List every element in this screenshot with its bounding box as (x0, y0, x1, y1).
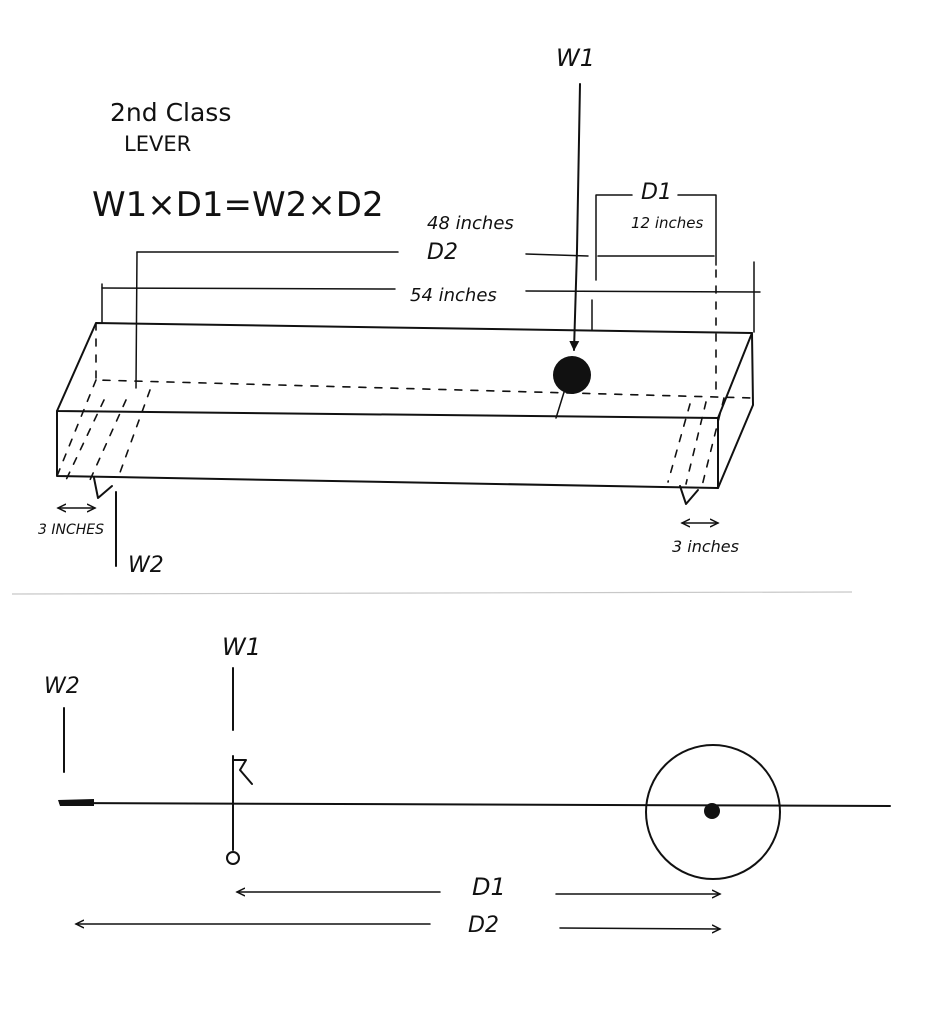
top-d1-bracket (595, 194, 717, 281)
section-divider (11, 591, 853, 595)
top-w1-force-arrow (569, 83, 581, 351)
top-w2-label: W2 (128, 553, 164, 578)
bottom-d1-label: D1 (472, 873, 506, 901)
bottom-d2-arrow-right (559, 928, 720, 929)
top-d2-left-extension (135, 251, 138, 389)
left-overhang-value: 3 INCHES (38, 522, 104, 538)
bottom-w2-label: W2 (44, 674, 80, 699)
top-total-length-ticks (101, 261, 755, 333)
bottom-lever-end (58, 799, 94, 806)
right-overhang-value: 3 inches (672, 537, 739, 556)
top-d2-span-line (136, 251, 589, 257)
fulcrum-axle (704, 803, 720, 819)
bottom-load-weight (226, 851, 240, 865)
right-support-wedge (679, 485, 699, 505)
fulcrum-wheel (645, 744, 781, 880)
bottom-d2-label: D2 (468, 913, 499, 938)
top-d1-label: D1 (641, 180, 672, 205)
load-weight (553, 356, 591, 394)
left-support-wedge (93, 477, 113, 499)
bottom-w1-label: W1 (222, 633, 261, 661)
lever-board (56, 269, 754, 489)
top-w1-label: W1 (556, 44, 595, 72)
top-d2-label: D2 (427, 240, 458, 265)
diagram-title-line2: LEVER (124, 132, 191, 156)
lever-formula: W1×D1=W2×D2 (92, 185, 384, 225)
bottom-lever-beam (59, 802, 891, 807)
bottom-load-flag (232, 759, 253, 785)
top-d2-value: 48 inches (427, 213, 514, 234)
top-total-length: 54 inches (410, 285, 497, 306)
diagram-title-line1: 2nd Class (110, 98, 231, 127)
top-d1-value: 12 inches (631, 214, 704, 232)
top-total-length-line (101, 287, 761, 293)
